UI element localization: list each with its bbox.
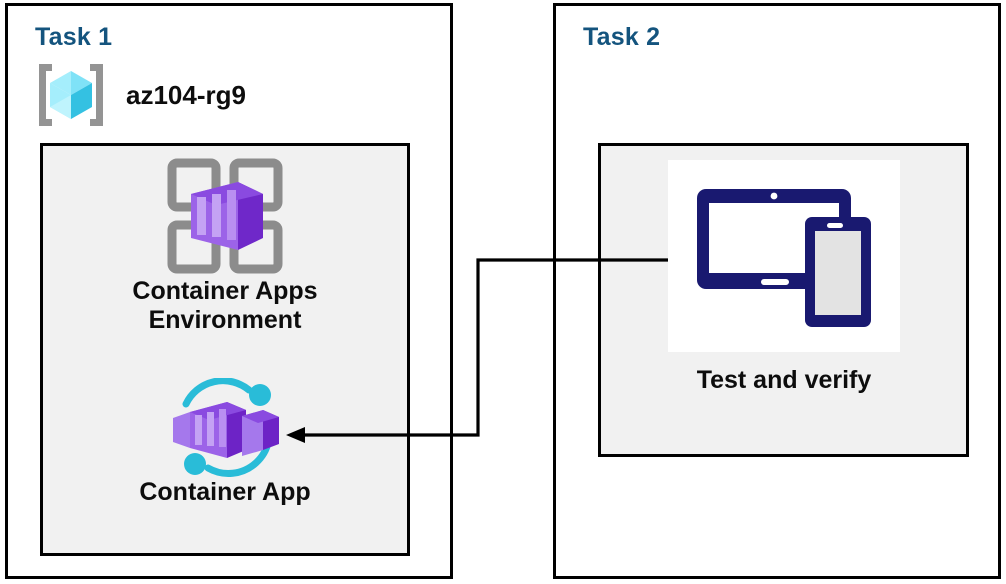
node-container-app: Container App	[60, 377, 390, 507]
devices-icon-plate	[668, 160, 900, 352]
node-test-and-verify: Test and verify	[615, 160, 953, 395]
container-apps-environment-icon	[164, 155, 286, 277]
resource-group-row: az104-rg9	[34, 60, 354, 130]
devices-tablet-phone-icon	[693, 181, 875, 331]
node-label-container-app: Container App	[139, 478, 311, 506]
task-1-title: Task 1	[35, 23, 113, 51]
resource-group-name: az104-rg9	[126, 79, 246, 110]
task-2-title: Task 2	[583, 23, 661, 51]
container-app-icon	[164, 377, 286, 478]
node-label-container-apps-environment: Container Apps Environment	[132, 277, 318, 334]
azure-resource-group-icon	[34, 62, 108, 128]
node-container-apps-environment: Container Apps Environment	[60, 155, 390, 334]
node-label-test-and-verify: Test and verify	[696, 366, 872, 394]
